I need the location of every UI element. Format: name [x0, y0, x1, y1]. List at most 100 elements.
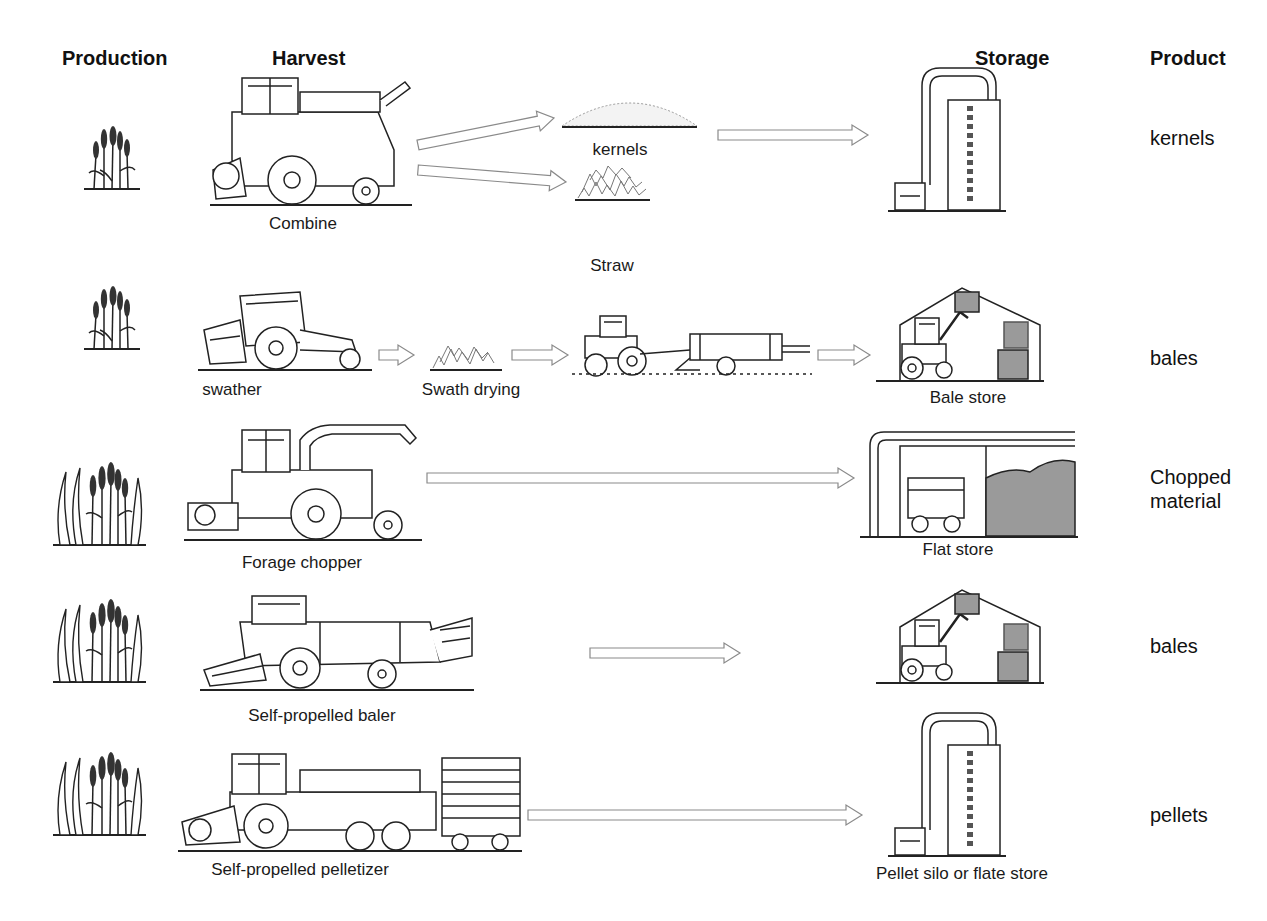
silo-drawing — [888, 68, 1006, 211]
product-label-slot: Chopped material — [1150, 465, 1250, 513]
self-propelled-baler-drawing — [399, 622, 401, 662]
tractor-baler-drawing — [572, 316, 812, 376]
swather-drawing — [204, 320, 246, 364]
flow-arrow — [528, 805, 862, 825]
forage-chopper-drawing — [291, 489, 341, 539]
self-propelled-baler-drawing — [280, 648, 320, 688]
self-propelled-baler-drawing — [240, 622, 440, 666]
harvest-stage: Bale store — [876, 286, 1044, 412]
product-label-slot: bales — [1150, 346, 1198, 370]
flow-arrow — [418, 165, 566, 191]
flat-store-drawing — [870, 432, 1075, 536]
self-propelled-pelletizer-drawing — [258, 754, 260, 794]
self-propelled-baler-drawing — [200, 689, 474, 691]
self-propelled-pelletizer-drawing — [244, 804, 288, 848]
product-label: pellets — [1150, 803, 1208, 827]
stage-caption: Bale store — [930, 388, 1007, 408]
crop-icon — [84, 286, 140, 349]
tractor-baler-drawing — [769, 334, 771, 360]
flat-store-drawing — [900, 446, 1075, 536]
stage-caption: Self-propelled pelletizer — [211, 860, 389, 880]
self-propelled-pelletizer-drawing — [442, 805, 520, 807]
combine-drawing — [353, 178, 379, 204]
bale-store-drawing — [876, 590, 1044, 683]
crop-icon — [84, 286, 140, 349]
swather-drawing — [198, 369, 372, 371]
self-propelled-pelletizer-drawing — [259, 819, 273, 833]
product-label: Chopped material — [1150, 465, 1250, 513]
harvest-stage: kernels — [558, 92, 702, 164]
crop-icon — [53, 462, 146, 545]
self-propelled-baler-drawing — [258, 603, 300, 605]
flow-arrow — [818, 345, 870, 365]
crop-icon — [53, 752, 146, 835]
stage-caption: Pellet silo or flate store — [876, 864, 1048, 884]
harvest-stage: Swath drying — [418, 336, 536, 406]
combine-drawing — [380, 82, 410, 106]
straw-heap — [590, 166, 631, 180]
self-propelled-pelletizer-drawing — [492, 834, 508, 850]
silo-drawing — [888, 68, 1006, 211]
harvest-stage: Pellet silo or flate store — [866, 735, 1066, 888]
bale-store-drawing — [876, 288, 1044, 381]
crop-icon — [53, 599, 146, 682]
flat-store-drawing — [912, 516, 928, 532]
flow-arrow — [379, 345, 414, 365]
flow-arrow — [417, 111, 554, 150]
combine-drawing — [284, 172, 300, 188]
stage-caption: Forage chopper — [242, 553, 362, 573]
flow-arrow — [718, 125, 868, 145]
self-propelled-pelletizer-drawing — [442, 769, 520, 771]
self-propelled-pelletizer-drawing — [442, 781, 520, 783]
harvest-stage: swather — [195, 288, 375, 406]
self-propelled-pelletizer-drawing — [452, 834, 468, 850]
self-propelled-baler-drawing — [212, 666, 262, 676]
column-heading-slot: Production — [62, 46, 168, 70]
combine-drawing — [362, 187, 370, 195]
combine-drawing — [242, 78, 298, 114]
flat-store-drawing — [860, 432, 1078, 537]
bale-store-drawing — [876, 288, 1044, 381]
stage-caption: Combine — [269, 214, 337, 234]
self-propelled-pelletizer-drawing — [300, 770, 420, 792]
flat-store-drawing — [944, 516, 960, 532]
crop-icon — [84, 126, 140, 189]
tractor-baler-drawing — [572, 373, 812, 375]
self-propelled-pelletizer-drawing — [178, 850, 522, 852]
forage-chopper-drawing — [184, 425, 422, 540]
column-heading: Production — [62, 46, 168, 70]
self-propelled-pelletizer-drawing — [182, 806, 240, 845]
product-label-slot: bales — [1150, 634, 1198, 658]
self-propelled-baler-drawing — [200, 596, 474, 690]
self-propelled-pelletizer-drawing — [178, 754, 522, 851]
swather-drawing — [246, 301, 298, 304]
kernel-heap — [562, 103, 697, 126]
tractor-baler-drawing — [782, 351, 810, 353]
crop-icon — [53, 752, 146, 835]
forage-chopper-drawing — [374, 511, 402, 539]
swather-drawing — [255, 327, 297, 369]
harvest-stage: Straw — [570, 158, 660, 282]
swather-drawing — [198, 292, 372, 370]
swather-drawing — [269, 341, 283, 355]
flow-arrow — [512, 345, 568, 365]
stage-caption: Flat store — [923, 540, 994, 560]
tractor-baler-drawing — [618, 347, 646, 375]
tractor-baler-drawing — [627, 356, 637, 366]
self-propelled-baler-drawing — [368, 660, 396, 688]
combine-drawing — [300, 92, 380, 112]
product-label-slot: kernels — [1150, 126, 1214, 150]
combine-drawing — [213, 158, 246, 199]
column-heading: Harvest — [272, 46, 345, 70]
forage-chopper-drawing — [242, 430, 290, 472]
forage-chopper-drawing — [300, 425, 416, 470]
combine-drawing — [210, 204, 412, 206]
tractor-baler-drawing — [782, 345, 810, 347]
swath-heap — [430, 369, 502, 371]
self-propelled-baler-drawing — [319, 622, 321, 664]
flow-arrow — [427, 468, 854, 488]
forage-chopper-drawing — [265, 430, 267, 472]
